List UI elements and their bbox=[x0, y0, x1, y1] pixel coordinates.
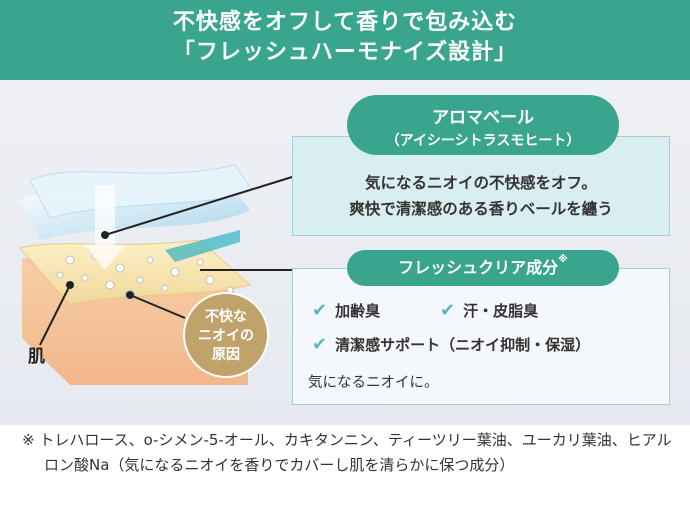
aroma-veil-badge: アロマベール （アイシーシトラスモヒート） bbox=[347, 95, 619, 155]
fresh-note-mark: ※ bbox=[558, 254, 568, 265]
odor-cause-badge: 不快な ニオイの 原因 bbox=[183, 292, 269, 378]
fresh-clear-badge: フレッシュクリア成分※ bbox=[347, 250, 619, 286]
aroma-subtitle: （アイシーシトラスモヒート） bbox=[385, 133, 581, 149]
aroma-title: アロマベール bbox=[432, 108, 534, 128]
cause-line-2: ニオイの bbox=[198, 328, 254, 344]
aroma-description: 気になるニオイの不快感をオフ。 爽快で清潔感のある香りベールを纏う bbox=[292, 170, 670, 222]
footnote: ※ トレハロース、o-シメン-5-オール、カキタンニン、ティーツリー葉油、ユーカ… bbox=[22, 431, 672, 474]
header-line-1: 不快感をオフして香りで包み込む bbox=[172, 10, 518, 35]
aroma-desc-line-1: 気になるニオイの不快感をオフ。 bbox=[365, 174, 597, 192]
fresh-clear-box bbox=[292, 268, 670, 405]
skin-layer-illustration bbox=[19, 164, 293, 385]
page-header: 不快感をオフして香りで包み込む 「フレッシュハーモナイズ設計」 bbox=[0, 0, 690, 80]
header-line-2: 「フレッシュハーモナイズ設計」 bbox=[172, 40, 518, 65]
check-icon: ✔ bbox=[440, 300, 456, 321]
check-icon: ✔ bbox=[312, 300, 328, 321]
fresh-note: 気になるニオイに。 bbox=[308, 375, 439, 391]
feature-item: ✔ 加齢臭 bbox=[312, 300, 380, 321]
check-icon: ✔ bbox=[312, 334, 328, 355]
cause-line-1: 不快な bbox=[205, 309, 247, 325]
feature-label: 加齢臭 bbox=[335, 302, 381, 320]
feature-label: 清潔感サポート（ニオイ抑制・保湿） bbox=[335, 336, 591, 354]
feature-item: ✔ 汗・皮脂臭 bbox=[440, 300, 538, 321]
aroma-desc-line-2: 爽快で清潔感のある香りベールを纏う bbox=[349, 200, 613, 218]
fresh-title: フレッシュクリア成分 bbox=[398, 258, 559, 277]
cause-line-3: 原因 bbox=[212, 347, 240, 363]
feature-item: ✔ 清潔感サポート（ニオイ抑制・保湿） bbox=[312, 334, 590, 355]
feature-label: 汗・皮脂臭 bbox=[463, 302, 539, 320]
down-arrow-icon bbox=[85, 185, 125, 270]
skin-label: 肌 bbox=[28, 347, 45, 367]
